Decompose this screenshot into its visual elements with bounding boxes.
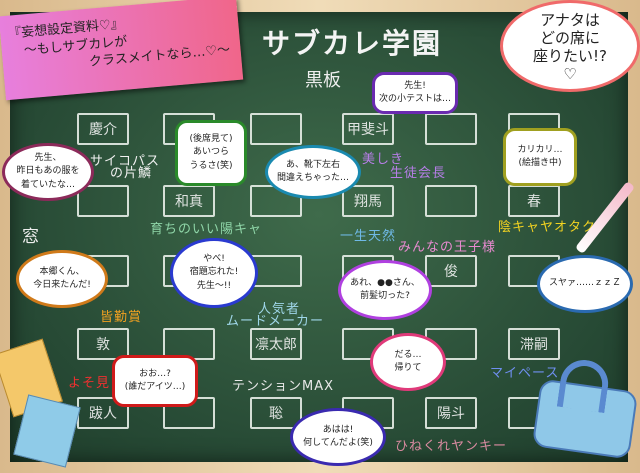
speech-bubble: 先生! 次の小テストは… [372, 72, 458, 114]
seat[interactable]: 甲斐斗 [342, 113, 394, 145]
window-label: 窓 [22, 227, 39, 247]
character-tag: 生徒会長 [390, 166, 447, 181]
school-title: サブカレ学園 [262, 27, 443, 60]
seat[interactable]: 滞嗣 [508, 328, 560, 360]
speech-bubble: だる… 帰りて [370, 333, 446, 391]
speech-bubble: あれ、●●さん、 前髪切った? [338, 260, 432, 320]
seat[interactable]: 翔馬 [342, 185, 394, 217]
speech-bubble: カリカリ… (絵描き中) [503, 128, 577, 186]
seat[interactable]: 和真 [163, 185, 215, 217]
question-cloud: アナタは どの席に 座りたい!? ♡ [500, 0, 640, 92]
character-tag: ムードメーカー [226, 314, 325, 329]
speech-bubble: あ、靴下左右 間違えちゃった… [265, 145, 361, 199]
seat[interactable]: 凛太郎 [250, 328, 302, 360]
speech-bubble: (後席見て) あいつら うるさ(笑) [175, 120, 247, 186]
seat[interactable]: 俊 [425, 255, 477, 287]
seat[interactable]: 春 [508, 185, 560, 217]
speech-bubble: 本郷くん、 今日来たんだ! [16, 250, 108, 308]
speech-bubble: やべ! 宿題忘れた! 先生〜!! [170, 238, 258, 308]
seat[interactable] [77, 185, 129, 217]
character-tag: 皆勤賞 [100, 310, 143, 325]
character-tag: 育ちのいい陽キャ [150, 222, 263, 237]
character-tag: 一生天然 [340, 229, 397, 244]
character-tag: 美しき [362, 152, 405, 167]
seat[interactable] [250, 113, 302, 145]
seat[interactable] [425, 113, 477, 145]
character-tag: みんなの王子様 [398, 240, 497, 255]
character-tag: 人気者 [258, 302, 301, 317]
character-tag: テンションMAX [232, 379, 335, 394]
character-tag: 陰キャヤオタク [498, 220, 597, 235]
blackboard-label: 黒板 [305, 70, 341, 91]
speech-bubble: おお…? (誰だアイツ…) [112, 355, 198, 407]
seat[interactable]: 陽斗 [425, 397, 477, 429]
speech-bubble: 先生、 昨日もあの服を 着ていたな… [2, 143, 94, 201]
seat[interactable]: 慶介 [77, 113, 129, 145]
character-tag: サイコパス [90, 154, 161, 169]
seat[interactable]: 敦 [77, 328, 129, 360]
seat[interactable] [425, 185, 477, 217]
seat[interactable]: 聡 [250, 397, 302, 429]
character-tag: の片鱗 [110, 166, 153, 181]
character-tag: ひねくれヤンキー [395, 439, 508, 454]
speech-bubble: あはは! 何してんだよ(笑) [290, 408, 386, 466]
character-tag: よそ見 [68, 376, 111, 391]
character-tag: マイペース [490, 366, 560, 381]
speech-bubble: スヤァ……ｚｚＺ [537, 255, 633, 313]
